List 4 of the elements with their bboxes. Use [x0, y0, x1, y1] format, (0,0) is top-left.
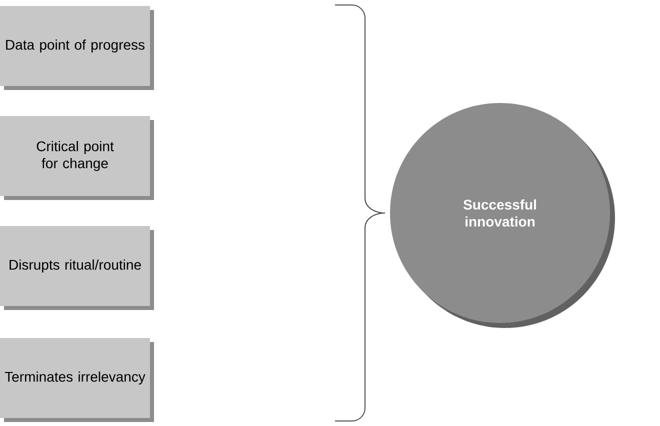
process-box: Terminates irrelevancy [0, 338, 154, 422]
process-box: Disrupts ritual/routine [0, 226, 154, 310]
process-box: Critical point for change [0, 116, 154, 200]
process-box: Data point of progress [0, 6, 154, 90]
